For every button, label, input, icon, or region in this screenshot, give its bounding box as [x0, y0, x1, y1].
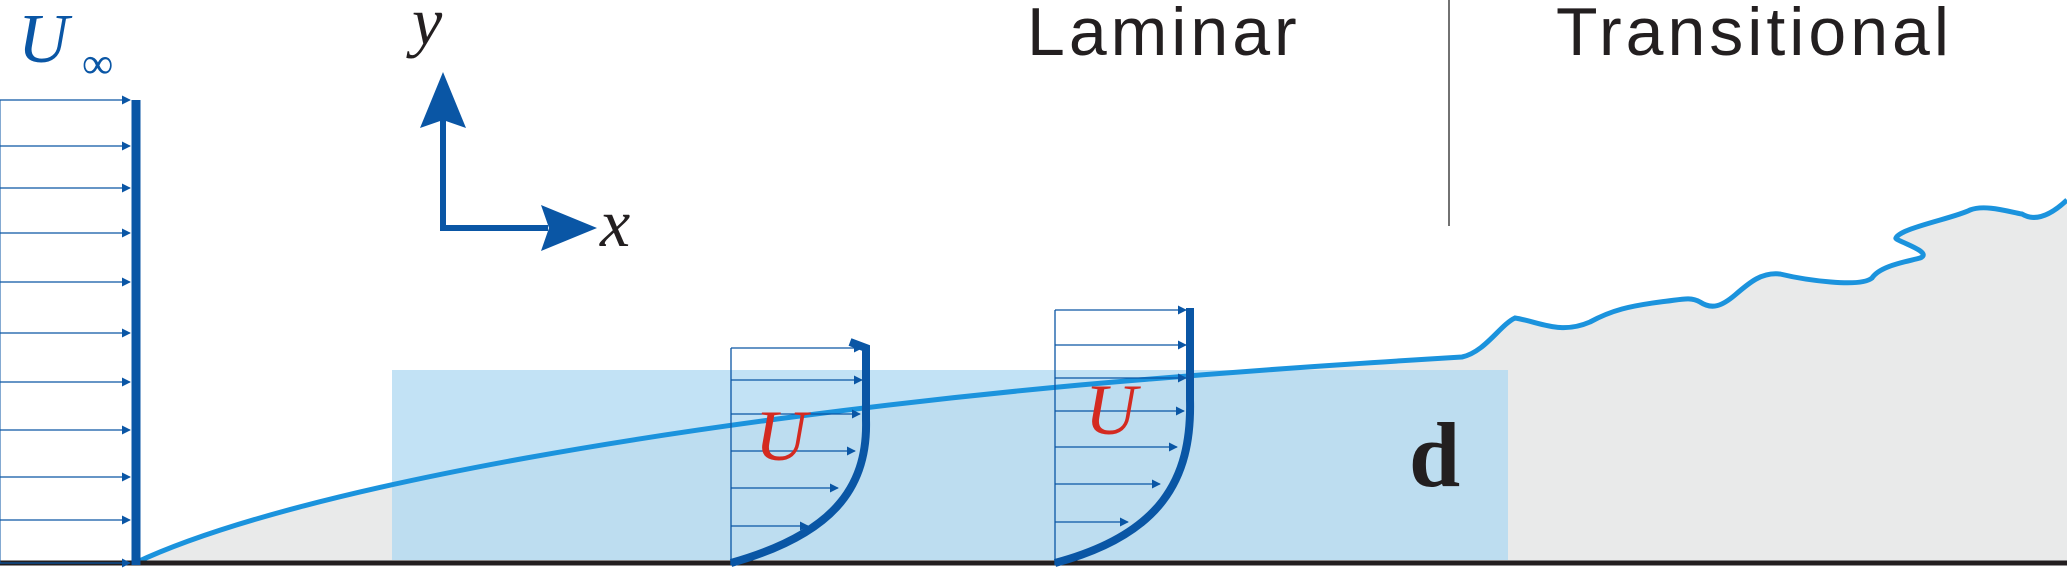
domain-label: d	[1409, 404, 1460, 506]
domain-region	[392, 370, 1508, 560]
free-stream-profile	[0, 95, 141, 568]
y-axis-arrowhead	[420, 72, 466, 128]
y-axis-label: y	[406, 0, 443, 59]
x-axis-arrowhead	[541, 205, 597, 251]
x-axis-label: x	[599, 185, 630, 261]
free-stream-subscript: ∞	[82, 39, 113, 88]
coordinate-axes	[420, 72, 597, 251]
boundary-layer-edge	[133, 198, 2067, 566]
region-laminar-label: Laminar	[1027, 0, 1301, 70]
free-stream-velocity-label: U	[18, 1, 73, 78]
velocity-profile-2	[1053, 305, 1195, 567]
region-transitional-label: Transitional	[1556, 0, 1953, 70]
profile-1-velocity-label: U	[755, 396, 811, 476]
velocity-profile-curve	[1053, 308, 1195, 567]
velocity-profile-curve	[729, 338, 871, 567]
profile-2-velocity-label: U	[1085, 370, 1141, 450]
velocity-profile-1	[729, 338, 871, 567]
